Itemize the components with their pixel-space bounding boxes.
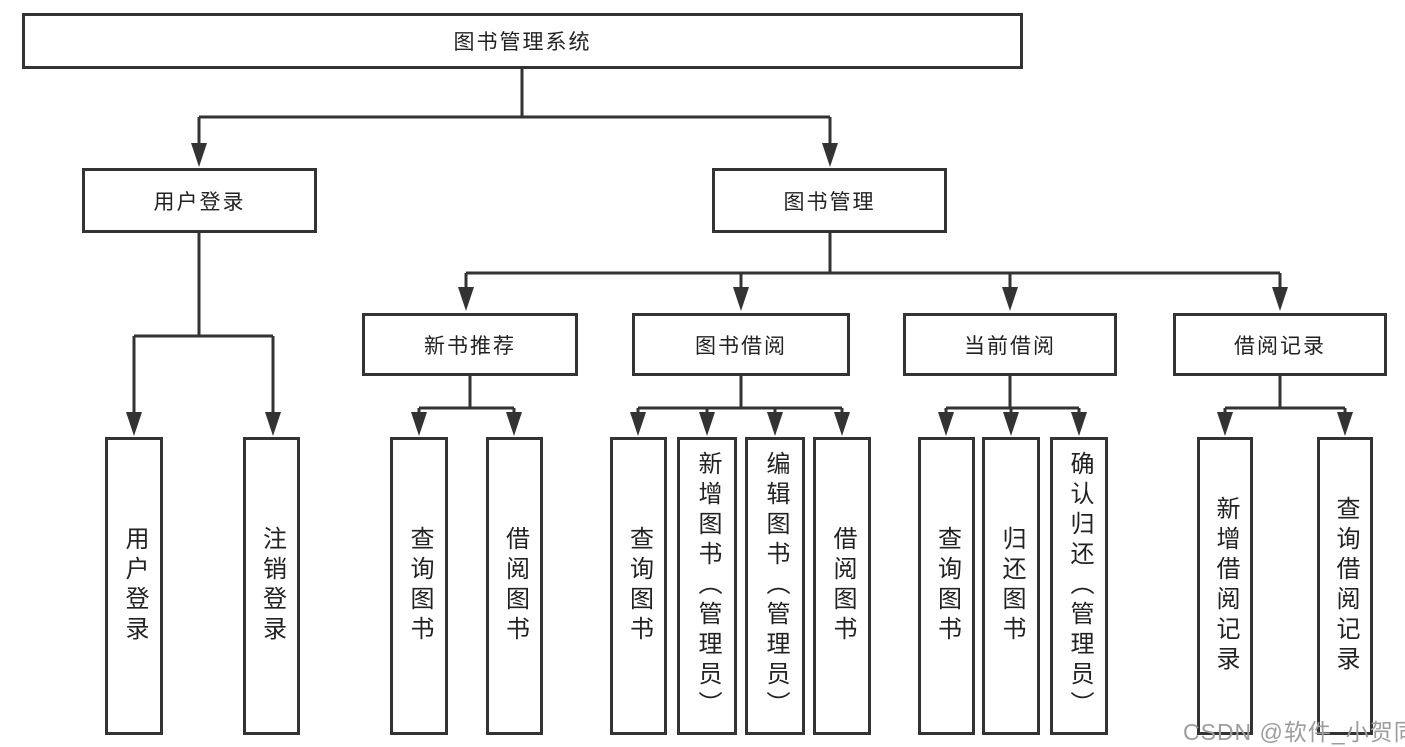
arrowheads [126, 143, 1353, 436]
node-leaf-borrow-books-recommend: 借阅图书 [486, 437, 543, 735]
node-user-login: 用户登录 [82, 168, 317, 233]
node-leaf-query-borrow-record: 查询借阅记录 [1317, 437, 1373, 735]
node-leaf-query-books: 查询图书 [610, 437, 667, 735]
node-leaf-borrow-books: 借阅图书 [813, 437, 871, 735]
csdn-watermark: CSDN @软件_小贺同学 [1183, 719, 1405, 745]
node-leaf-query-current: 查询图书 [918, 437, 975, 735]
node-book-management: 图书管理 [712, 168, 947, 233]
node-leaf-logout: 注销登录 [243, 437, 300, 735]
node-leaf-add-borrow-record: 新增借阅记录 [1197, 437, 1253, 735]
node-current-borrow: 当前借阅 [903, 313, 1117, 376]
node-leaf-edit-books-admin: 编辑图书（管理员） [745, 437, 805, 735]
node-leaf-add-books-admin: 新增图书（管理员） [677, 437, 737, 735]
node-library-system: 图书管理系统 [22, 13, 1023, 69]
node-leaf-confirm-return-admin: 确认归还（管理员） [1050, 437, 1108, 735]
node-leaf-return-books: 归还图书 [982, 437, 1040, 735]
tree-edges [132, 69, 1347, 422]
node-borrow-record: 借阅记录 [1173, 313, 1387, 376]
node-book-borrow: 图书借阅 [632, 313, 850, 376]
node-leaf-query-books-recommend: 查询图书 [390, 437, 448, 735]
node-leaf-user-login: 用户登录 [105, 437, 163, 735]
node-new-book-recommend: 新书推荐 [362, 313, 578, 376]
